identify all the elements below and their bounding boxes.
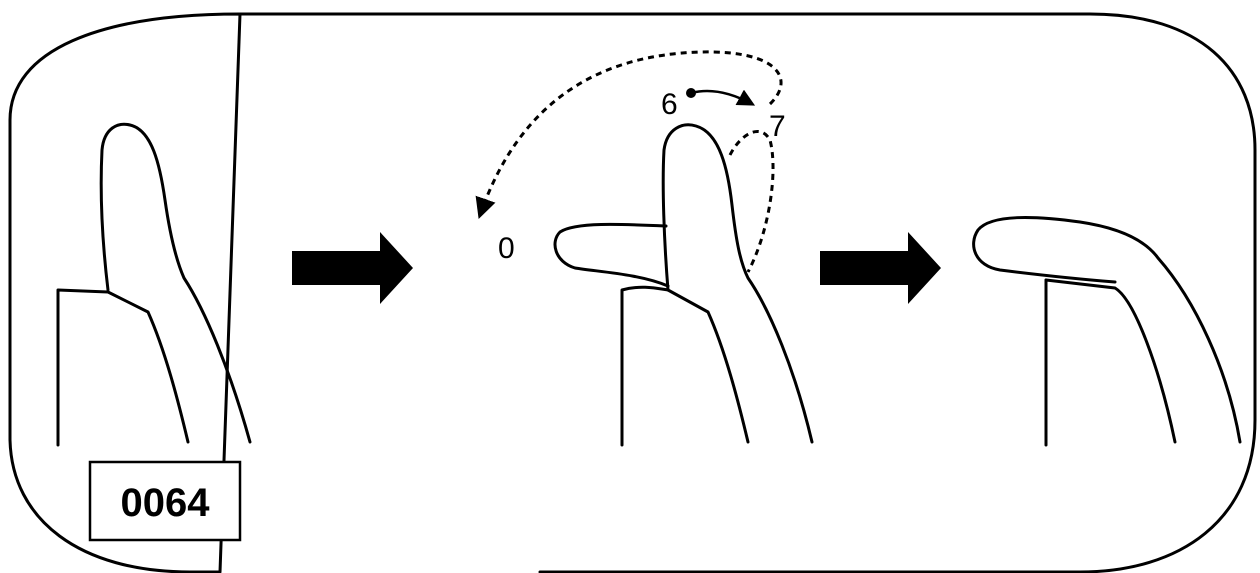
figure-code-box: 0064 bbox=[88, 460, 242, 542]
panel-1-index-finger bbox=[56, 288, 110, 447]
panel-3-palm-edge bbox=[1044, 278, 1177, 444]
figure-code: 0064 bbox=[121, 481, 211, 525]
dotted-arc-arrow-icon bbox=[475, 50, 783, 219]
panel-2-palm-edge bbox=[666, 288, 750, 444]
label-0: 0 bbox=[498, 232, 515, 265]
outer-frame bbox=[8, 12, 1257, 573]
panel-2-ghost-thumb bbox=[728, 129, 775, 273]
panel-1-palm-edge bbox=[106, 290, 190, 444]
panel-1-hand bbox=[56, 122, 252, 447]
right-arrow-icon bbox=[820, 232, 941, 304]
panel-2-hand bbox=[475, 50, 814, 447]
solid-arrow-icon bbox=[689, 89, 756, 106]
panel-2-hand-outline bbox=[620, 285, 670, 447]
panel-1-thumb bbox=[99, 122, 252, 444]
panel-2-index-finger bbox=[553, 222, 670, 288]
right-arrow-icon bbox=[292, 232, 413, 304]
panel-3-thumb bbox=[972, 216, 1242, 444]
panel-2-thumb bbox=[661, 123, 814, 444]
panel-3-hand bbox=[972, 216, 1242, 447]
label-7: 7 bbox=[769, 110, 786, 143]
label-6: 6 bbox=[661, 88, 678, 121]
